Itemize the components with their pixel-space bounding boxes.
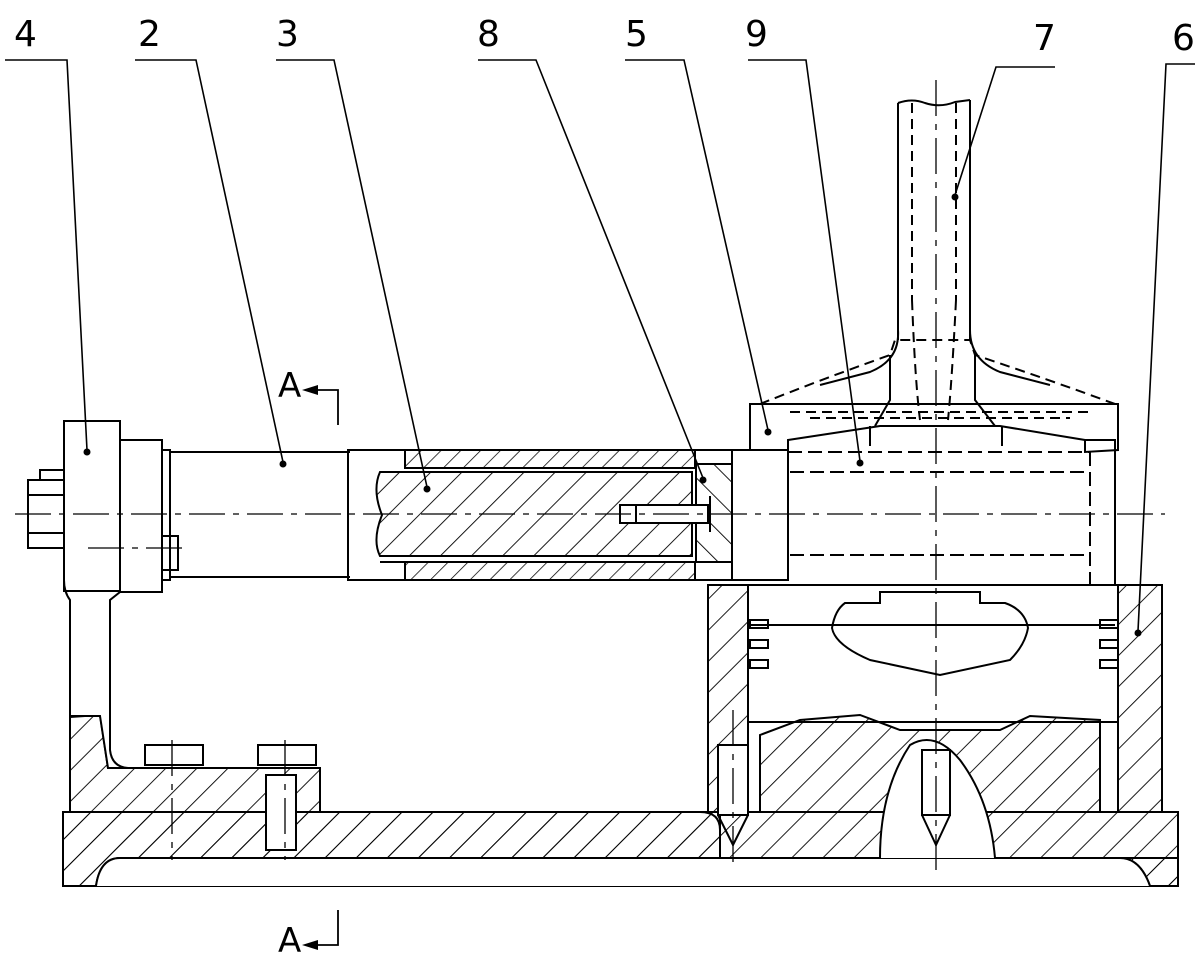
callout-4: 4 <box>14 14 37 55</box>
part-5-upper-fixture <box>749 339 1119 585</box>
section-mark-top: A <box>278 366 301 406</box>
leader-lines <box>5 59 1195 632</box>
part-9-dashed-body <box>788 451 1091 586</box>
callout-9: 9 <box>745 14 768 55</box>
callout-6: 6 <box>1172 18 1195 59</box>
part-3-cylinder <box>347 449 789 581</box>
callout-5: 5 <box>625 14 648 55</box>
centre-lines <box>15 80 1165 870</box>
part-4-arm <box>27 420 179 769</box>
part-2-rod <box>170 451 350 578</box>
callout-7: 7 <box>1033 18 1056 59</box>
part-7-shaft <box>819 99 1051 421</box>
section-mark-bottom: A <box>278 921 301 961</box>
callout-2: 2 <box>138 14 161 55</box>
callout-8: 8 <box>477 14 500 55</box>
callout-3: 3 <box>276 14 299 55</box>
base-plate <box>62 811 1179 887</box>
leader-dots <box>83 193 1142 950</box>
